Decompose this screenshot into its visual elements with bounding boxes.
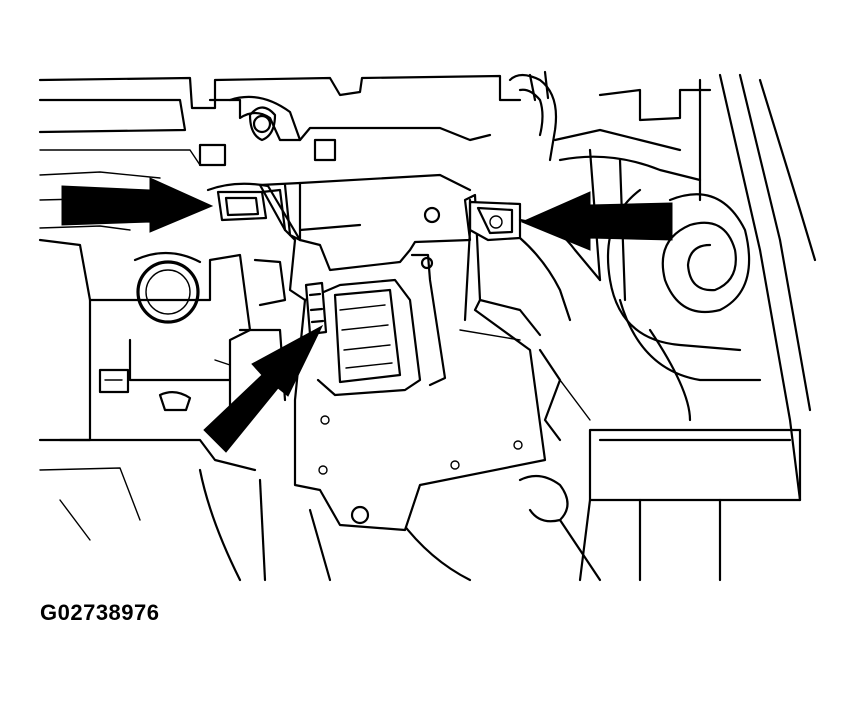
callout-arrow-right (520, 191, 673, 251)
figure-id-label: G02738976 (40, 600, 160, 625)
connector-center (304, 281, 328, 336)
engine-bay-line-drawing (38, 70, 817, 582)
connector-upper-left (206, 182, 302, 242)
left-engine-block (38, 238, 287, 541)
callout-arrow-center (203, 324, 324, 453)
callout-arrow-left (61, 177, 214, 233)
upper-right-hoses (508, 70, 817, 502)
module-mounting-bracket (258, 173, 547, 532)
lower-engine-outline (198, 348, 802, 582)
